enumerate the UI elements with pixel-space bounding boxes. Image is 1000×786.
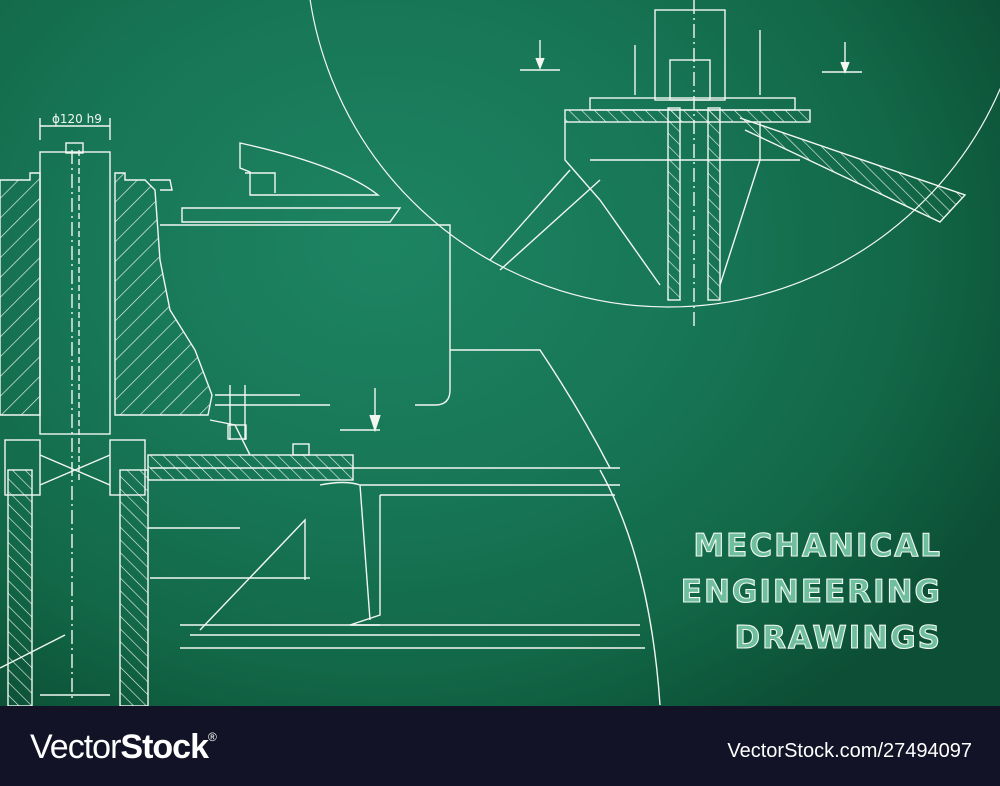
drawing-lines: ϕ120 h9 <box>0 0 1000 706</box>
logo-mark: ® <box>207 730 217 744</box>
footer-bar: VectorStock® VectorStock.com/27494097 <box>0 706 1000 786</box>
housing-left <box>0 172 41 416</box>
title-line-1: MECHANICAL <box>693 527 942 564</box>
housing-right <box>114 172 213 416</box>
image-reference: VectorStock.com/27494097 <box>727 740 972 762</box>
engineering-drawing: ϕ120 h9 MECHANICAL ENGINEERING DRAWINGS <box>0 0 1000 706</box>
shaft <box>39 151 111 435</box>
housing-arc <box>599 469 661 706</box>
vectorstock-logo: VectorStock® <box>30 728 217 767</box>
logo-regular: Vector <box>30 728 121 766</box>
title-line-3: DRAWINGS <box>734 619 942 656</box>
title-line-2: ENGINEERING <box>680 573 942 610</box>
detail-circle <box>309 0 1000 308</box>
dimension-label: ϕ120 h9 <box>52 112 102 126</box>
logo-bold: Stock <box>120 728 209 766</box>
